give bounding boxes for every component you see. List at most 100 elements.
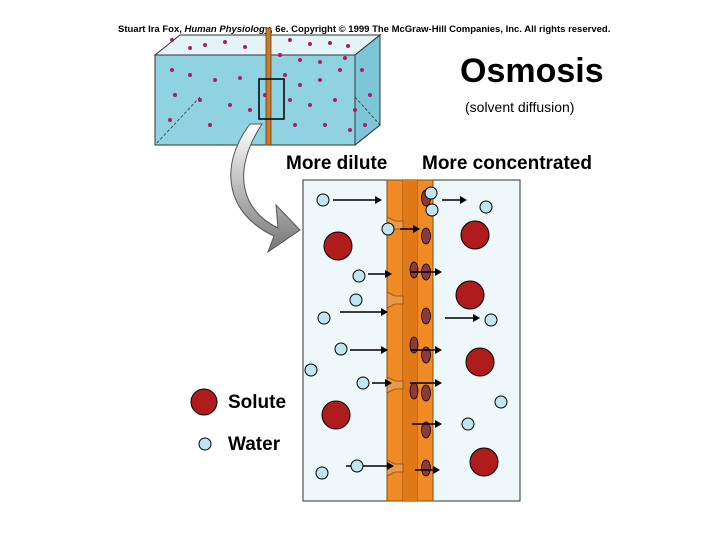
beaker-solute-dot (318, 78, 322, 82)
membrane-pore (386, 291, 404, 309)
channel-molecule (421, 227, 431, 245)
beaker-solute-dot (283, 73, 287, 77)
water-molecule (479, 200, 493, 214)
legend-solute-label: Solute (228, 392, 287, 413)
water-flow-arrowhead (381, 346, 388, 354)
concentrated-side-label: More concentrated (422, 153, 592, 174)
legend-solute-icon (190, 388, 218, 416)
water-flow-arrowhead (473, 314, 480, 322)
beaker-solute-dot (223, 40, 227, 44)
beaker-solute-dot (170, 38, 174, 42)
beaker-solute-dots (168, 38, 372, 132)
legend-water-icon (198, 437, 212, 451)
beaker-back-edge (154, 96, 201, 146)
beaker-solute-dot (363, 123, 367, 127)
beaker-solute-dot (248, 108, 252, 112)
solute-molecule (323, 231, 353, 261)
water-arrows (333, 196, 480, 474)
beaker-solute-dot (170, 68, 174, 72)
page-title: Osmosis (460, 52, 604, 90)
beaker-solute-dot (228, 103, 232, 107)
water-flow-arrowhead (435, 268, 442, 276)
membrane-core (403, 180, 417, 501)
channel-molecule (421, 346, 431, 364)
dilute-side-label: More dilute (286, 153, 388, 174)
solute-molecule (469, 447, 499, 477)
membrane-pore (386, 459, 404, 477)
water-flow-arrowhead (385, 379, 392, 387)
channel-molecule (421, 384, 431, 402)
beaker-solute-dot (338, 68, 342, 72)
beaker-solute-dot (288, 98, 292, 102)
beaker-solute-dot (318, 60, 322, 64)
beaker-solute-dot (198, 98, 202, 102)
water-molecule (425, 203, 439, 217)
water-flow-arrowhead (387, 462, 394, 470)
water-molecule (316, 193, 330, 207)
beaker-solute-dot (203, 43, 207, 47)
beaker-zoom-box (258, 78, 285, 120)
channel-molecule (409, 382, 419, 400)
water-molecule (484, 313, 498, 327)
beaker-solute-dot (353, 108, 357, 112)
beaker-solute-dot (308, 103, 312, 107)
beaker-back-edge2 (354, 96, 381, 126)
beaker-solute-dot (328, 41, 332, 45)
channel-molecule (421, 459, 431, 477)
credit-rest: , 6e. Copyright © 1999 The McGraw-Hill C… (270, 24, 611, 35)
beaker-solute-dot (288, 38, 292, 42)
beaker-solute-dot (368, 93, 372, 97)
water-flow-arrowhead (460, 196, 467, 204)
beaker-solute-dot (293, 123, 297, 127)
solute-molecule (321, 400, 351, 430)
beaker-solute-dot (278, 53, 282, 57)
water-molecule (349, 293, 363, 307)
beaker-solute-dot (298, 58, 302, 62)
zoom-arrow (230, 123, 301, 254)
solute-molecule (460, 220, 490, 250)
water-molecule (381, 222, 395, 236)
beaker-solute-dot (323, 123, 327, 127)
beaker-solute-dot (298, 83, 302, 87)
water-flow-arrowhead (435, 379, 442, 387)
beaker-solute-dot (208, 123, 212, 127)
beaker-solute-dot (173, 93, 177, 97)
solute-molecule (455, 280, 485, 310)
beaker-solute-dot (243, 45, 247, 49)
water-flow-arrowhead (435, 346, 442, 354)
water-molecule (424, 186, 438, 200)
beaker-solute-dot (188, 73, 192, 77)
water-flow-arrowhead (435, 420, 442, 428)
beaker-solute-dot (360, 68, 364, 72)
water-flow-arrowhead (385, 270, 392, 278)
water-flow-arrowhead (413, 225, 420, 233)
water-flow-arrowhead (433, 466, 440, 474)
beaker-solute-dot (333, 98, 337, 102)
beaker-solute-dot (343, 56, 347, 60)
beaker-solute-dot (348, 128, 352, 132)
solute-molecules (321, 220, 499, 477)
water-molecule (304, 363, 318, 377)
beaker-solute-dot (213, 78, 217, 82)
membrane-pore (386, 376, 404, 394)
beaker (153, 27, 382, 147)
water-molecule (334, 342, 348, 356)
beaker-solute-dot (346, 44, 350, 48)
water-molecule (350, 459, 364, 473)
channel-molecule (421, 421, 431, 439)
copyright-credit: Stuart Ira Fox, Human Physiology, 6e. Co… (118, 24, 610, 35)
water-flow-arrowhead (375, 196, 382, 204)
beaker-solute-dot (238, 76, 242, 80)
credit-book: Human Physiology (184, 24, 271, 35)
beaker-solute-dot (188, 46, 192, 50)
water-molecules (304, 186, 508, 480)
beaker-solute-dot (263, 93, 267, 97)
channel-molecule (409, 261, 419, 279)
channel-molecule (421, 307, 431, 325)
water-molecule (352, 269, 366, 283)
solute-molecule (465, 347, 495, 377)
water-flow-arrowhead (381, 308, 388, 316)
water-molecule (356, 376, 370, 390)
beaker-solute-dot (308, 42, 312, 46)
